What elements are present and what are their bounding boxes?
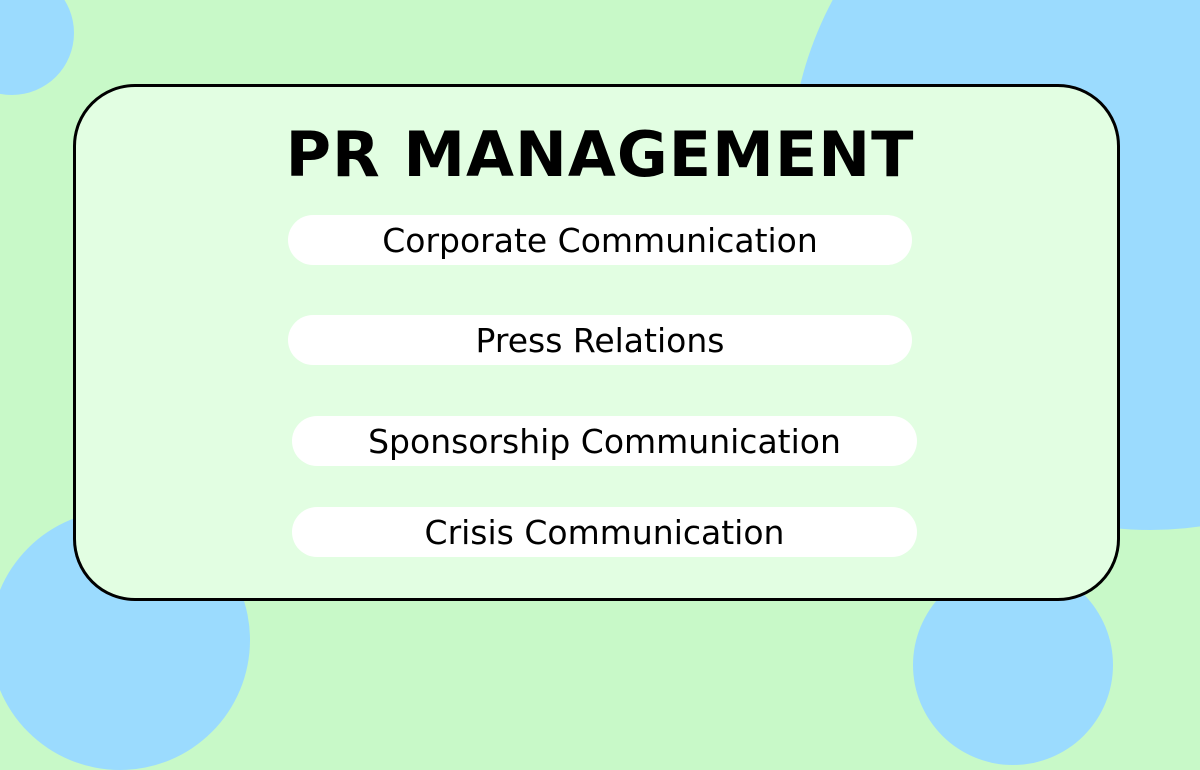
decorative-circle-top-left — [0, 0, 74, 95]
item-crisis-communication: Crisis Communication — [292, 507, 917, 557]
item-sponsorship-communication: Sponsorship Communication — [292, 416, 917, 466]
item-label: Crisis Communication — [424, 512, 785, 552]
item-label: Press Relations — [475, 320, 725, 360]
slide-title: PR MANAGEMENT — [285, 118, 915, 191]
item-label: Sponsorship Communication — [368, 421, 841, 461]
item-label: Corporate Communication — [382, 220, 818, 260]
item-press-relations: Press Relations — [288, 315, 912, 365]
item-corporate-communication: Corporate Communication — [288, 215, 912, 265]
